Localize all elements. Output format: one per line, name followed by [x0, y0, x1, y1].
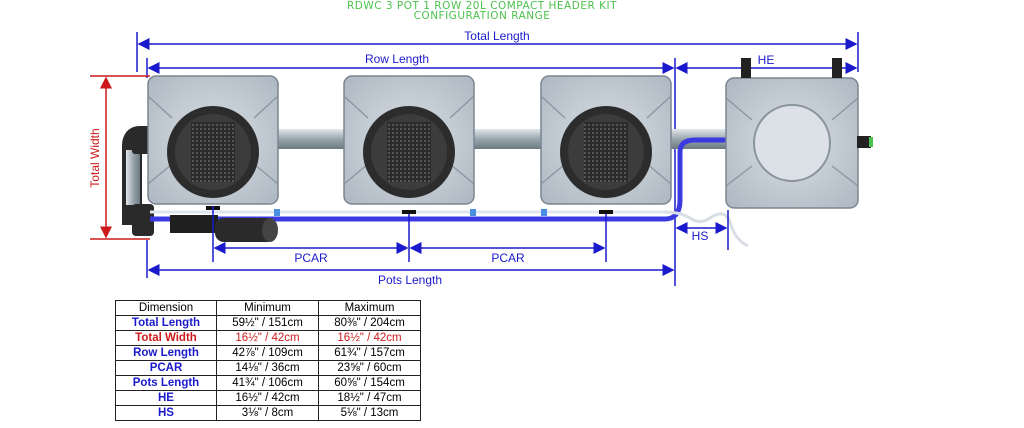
he-dimension: HE — [675, 53, 858, 74]
dimension-name: Total Width — [115, 330, 217, 346]
drain-hose — [664, 210, 749, 248]
total-length-dimension: Total Length — [136, 29, 859, 72]
table-row: Row Length 42⅞" / 109cm 61¾" / 157cm — [115, 345, 421, 361]
connecting-pipe — [468, 129, 548, 149]
table-row: Total Length 59½" / 151cm 80⅜" / 204cm — [115, 315, 421, 331]
maximum-value: 23⅝" / 60cm — [318, 360, 421, 376]
row-length-dimension: Row Length — [146, 52, 676, 286]
hs-dimension: HS — [675, 210, 729, 250]
connecting-pipe — [270, 129, 350, 149]
system-diagram: Total Length Row Length HE Total Width — [88, 29, 873, 287]
minimum-value: 42⅞" / 109cm — [216, 345, 319, 361]
header-tank — [725, 58, 873, 209]
column-header: Minimum — [216, 300, 319, 316]
dimension-name: PCAR — [115, 360, 217, 376]
maximum-value: 5⅛" / 13cm — [318, 405, 421, 421]
table-header-row: Dimension Minimum Maximum — [115, 300, 421, 316]
he-label: HE — [758, 53, 775, 67]
elbow-fitting — [132, 134, 152, 154]
total-length-label: Total Length — [464, 29, 529, 43]
minimum-value: 16½" / 42cm — [216, 330, 319, 346]
pcar-label-2: PCAR — [491, 251, 525, 265]
dimension-name: Total Length — [115, 315, 217, 331]
total-width-label: Total Width — [88, 128, 102, 187]
minimum-value: 41¾" / 106cm — [216, 375, 319, 391]
column-header: Dimension — [115, 300, 217, 316]
elbow-fitting — [132, 204, 154, 236]
dimension-name: HE — [115, 390, 217, 406]
maximum-value: 61¾" / 157cm — [318, 345, 421, 361]
return-pipe — [126, 150, 140, 205]
dimensions-table: Dimension Minimum Maximum Total Length 5… — [115, 300, 421, 421]
dimension-name: Row Length — [115, 345, 217, 361]
minimum-value: 59½" / 151cm — [216, 315, 319, 331]
pots-length-label: Pots Length — [378, 273, 442, 287]
grow-pot-1 — [147, 75, 279, 210]
minimum-value: 16½" / 42cm — [216, 390, 319, 406]
diagram-subtitle: CONFIGURATION RANGE — [413, 10, 551, 22]
fitting — [274, 209, 280, 216]
maximum-value: 18½" / 47cm — [318, 390, 421, 406]
minimum-value: 14⅛" / 36cm — [216, 360, 319, 376]
grow-pot-3 — [540, 75, 672, 214]
table-row: HE 16½" / 42cm 18½" / 47cm — [115, 390, 421, 406]
fitting — [470, 209, 476, 216]
diagram-title: RDWC 3 POT 1 ROW 20L COMPACT HEADER KIT — [346, 0, 617, 12]
table-row: Total Width 16½" / 42cm 16½" / 42cm — [115, 330, 421, 346]
row-length-label: Row Length — [365, 52, 429, 66]
pump — [170, 215, 278, 242]
total-width-dimension: Total Width — [88, 75, 150, 240]
fitting — [541, 209, 547, 216]
hs-label: HS — [692, 229, 709, 243]
maximum-value: 16½" / 42cm — [318, 330, 421, 346]
dimension-name: HS — [115, 405, 217, 421]
table-row: HS 3⅛" / 8cm 5⅛" / 13cm — [115, 405, 421, 421]
pcar-label-1: PCAR — [294, 251, 328, 265]
water-feed-line — [150, 137, 730, 222]
pcar-dimension: PCAR PCAR — [212, 206, 607, 265]
pots-length-dimension: Pots Length — [146, 240, 675, 287]
table-row: PCAR 14⅛" / 36cm 23⅝" / 60cm — [115, 360, 421, 376]
minimum-value: 3⅛" / 8cm — [216, 405, 319, 421]
maximum-value: 60⅝" / 154cm — [318, 375, 421, 391]
dimension-name: Pots Length — [115, 375, 217, 391]
maximum-value: 80⅜" / 204cm — [318, 315, 421, 331]
grow-pot-2 — [343, 75, 475, 214]
table-row: Pots Length 41¾" / 106cm 60⅝" / 154cm — [115, 375, 421, 391]
column-header: Maximum — [318, 300, 421, 316]
